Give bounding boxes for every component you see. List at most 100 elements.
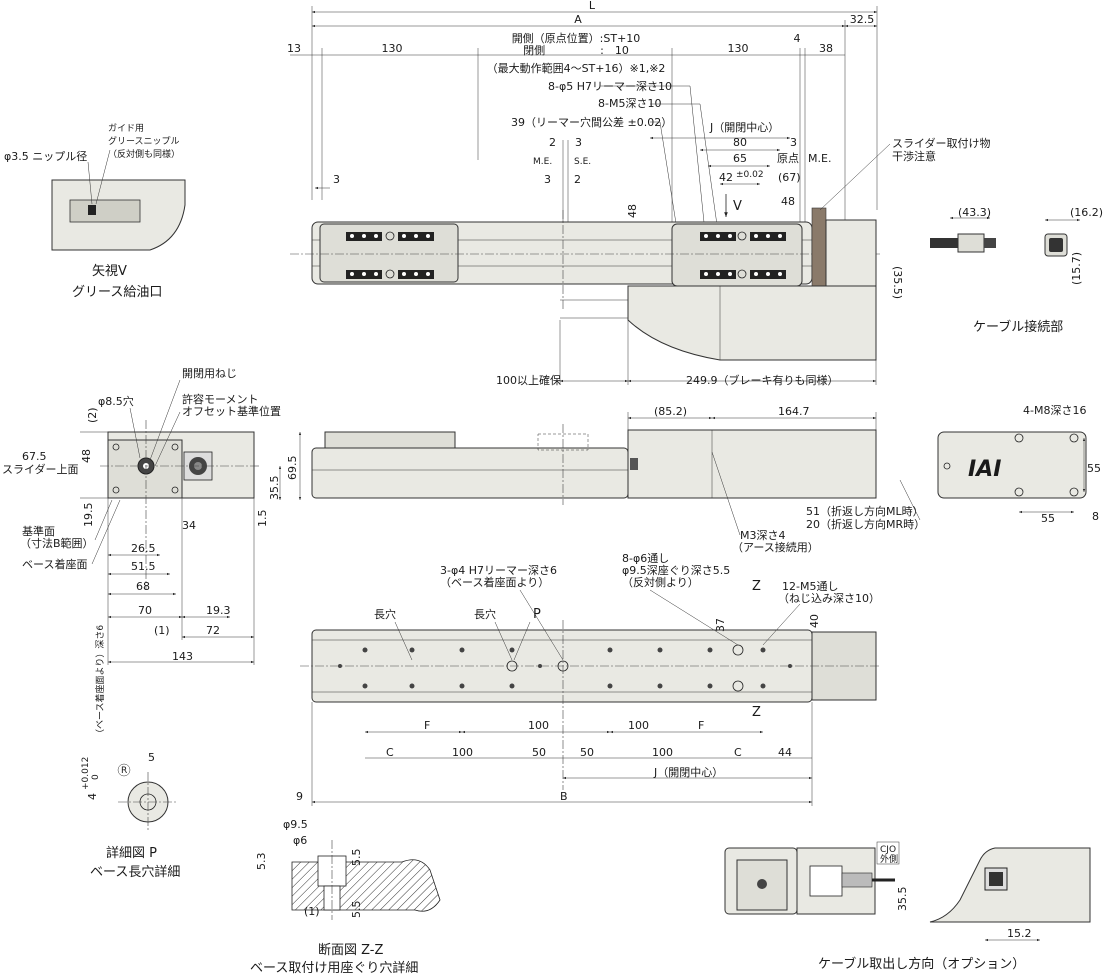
dim-44: 44 bbox=[778, 746, 792, 759]
dim-50-b: 50 bbox=[580, 746, 594, 759]
m5-through-label: 12-M5通し bbox=[782, 580, 838, 593]
view-v-marker: V bbox=[733, 199, 742, 214]
dim-15-7: (15.7) bbox=[1070, 252, 1083, 285]
radius-marker: R bbox=[121, 766, 127, 776]
dim-5-detail: 5 bbox=[148, 751, 155, 764]
dim-70: 70 bbox=[138, 604, 152, 617]
dim-3d: 3 bbox=[333, 173, 340, 186]
dim-68: 68 bbox=[136, 580, 150, 593]
dim-f-left: F bbox=[424, 719, 430, 732]
dim-48-h: 48 bbox=[781, 195, 795, 208]
thru-hole-counterbore: φ9.5深座ぐり深さ5.5 bbox=[622, 563, 730, 577]
dim-50-a: 50 bbox=[532, 746, 546, 759]
dim-55-h: 55 bbox=[1041, 512, 1055, 525]
thru-hole-sub: （反対側より） bbox=[622, 575, 699, 589]
thru-hole-label: 8-φ6通し bbox=[622, 552, 669, 565]
dim-48-front: 48 bbox=[80, 449, 93, 463]
dim-249-9: 249.9（ブレーキ有りも同様） bbox=[686, 373, 839, 387]
m5-through-sub: （ねじ込み深さ10） bbox=[778, 592, 880, 605]
dim-c-left: C bbox=[386, 746, 394, 759]
dim-130-right: 130 bbox=[728, 42, 749, 55]
reamer4-sub: （ベース着座面より） bbox=[440, 575, 549, 589]
guide-note-2: グリースニップル bbox=[108, 135, 180, 147]
dim-34: 34 bbox=[182, 519, 196, 532]
dim-19-5: 19.5 bbox=[82, 503, 95, 528]
dim-5-5-a: 5.5 bbox=[350, 849, 363, 867]
dim-5-5-b: 5.5 bbox=[350, 901, 363, 919]
dim-51-ml: 51（折返し方向ML時） bbox=[806, 504, 924, 518]
dim-43-3: (43.3) bbox=[958, 206, 991, 219]
dim-35-5-option: 35.5 bbox=[896, 887, 909, 912]
section-z-bottom: Z bbox=[752, 705, 761, 720]
dim-8: 8 bbox=[1092, 510, 1099, 523]
ref-face-label: 基準面 bbox=[22, 524, 55, 538]
cable-option-view: CJO 外側 35.5 15.2 ケーブル取出し方向（オプション） bbox=[724, 841, 1091, 972]
m8-label: 4-M8深さ16 bbox=[1023, 404, 1086, 417]
dim-32-5: 32.5 bbox=[850, 13, 875, 26]
dim-37: 37 bbox=[714, 618, 727, 632]
outside-label: 外側 bbox=[880, 853, 898, 865]
dim-100-min: 100以上確保 bbox=[496, 373, 561, 387]
tol-upper: +0.012 bbox=[81, 757, 91, 790]
section-z-title: 断面図 Z-Z bbox=[318, 943, 384, 958]
phi-8-5-label: φ8.5穴 bbox=[98, 394, 134, 408]
me2-label: M.E. bbox=[808, 152, 831, 165]
view-v-detail: φ3.5 ニップル径 ガイド用 グリースニップル （反対側も同様） 矢視V グリ… bbox=[4, 123, 186, 300]
detail-p-marker: P bbox=[533, 607, 541, 622]
side-body bbox=[311, 447, 629, 499]
dim-9: 9 bbox=[296, 790, 303, 803]
dim-2b: 2 bbox=[574, 173, 581, 186]
side-view: (85.2) 164.7 M3深さ4 （アース接続用） 51（折返し方向ML時）… bbox=[311, 405, 925, 554]
cable-connection-title: ケーブル接続部 bbox=[973, 319, 1063, 335]
dim-72: 72 bbox=[206, 624, 220, 637]
me-label: M.E. bbox=[533, 157, 552, 167]
dim-130-left: 130 bbox=[382, 42, 403, 55]
dim-1-5: 1.5 bbox=[256, 510, 269, 528]
dim-2-front: (2) bbox=[86, 407, 99, 423]
dim-100-a: 100 bbox=[528, 719, 549, 732]
view-v-subtitle: グリース給油口 bbox=[72, 285, 162, 300]
close-side-note: 閉側 : 10 bbox=[523, 44, 629, 57]
detail-depth-note: （ベース着座面より）深さ6 bbox=[94, 625, 106, 738]
dim-c-right: C bbox=[734, 746, 742, 759]
dim-15-2: 15.2 bbox=[1007, 927, 1032, 940]
dim-42-tol: ±0.02 bbox=[736, 170, 764, 180]
dim-100-c: 100 bbox=[452, 746, 473, 759]
dim-5-3: 5.3 bbox=[255, 853, 268, 871]
dim-85-2: (85.2) bbox=[654, 405, 687, 418]
dim-b: B bbox=[560, 790, 568, 803]
slider-top-label: スライダー上面 bbox=[2, 462, 79, 476]
dim-80: 80 bbox=[733, 136, 747, 149]
screw-label: 開閉用ねじ bbox=[182, 367, 237, 380]
section-z-top: Z bbox=[752, 579, 761, 594]
dim-4: 4 bbox=[794, 32, 801, 45]
dim-35-5-front: 35.5 bbox=[268, 476, 281, 501]
guide-note-1: ガイド用 bbox=[108, 123, 144, 134]
dim-48-v: 48 bbox=[626, 204, 639, 218]
base-face-label: ベース着座面 bbox=[22, 557, 87, 571]
slot-label-1: 長穴 bbox=[374, 607, 396, 621]
dim-67: (67) bbox=[778, 171, 801, 184]
tol-lower: 0 bbox=[91, 774, 101, 780]
reamer4-label: 3-φ4 H7リーマー深さ6 bbox=[440, 564, 557, 577]
dim-2: 2 bbox=[549, 136, 556, 149]
cable-option-title: ケーブル取出し方向（オプション） bbox=[818, 956, 1025, 972]
dim-100-d: 100 bbox=[652, 746, 673, 759]
dim-L: L bbox=[589, 0, 596, 12]
dim-13: 13 bbox=[287, 42, 301, 55]
moment-label-2: オフセット基準位置 bbox=[182, 404, 281, 418]
slider-attachment-hatch bbox=[811, 207, 827, 291]
m3-sub-label: （アース接続用） bbox=[732, 540, 819, 554]
dim-69-5: 69.5 bbox=[286, 456, 299, 481]
section-z-subtitle: ベース取付け用座ぐり穴詳細 bbox=[250, 960, 418, 976]
moment-label-1: 許容モーメント bbox=[182, 392, 259, 406]
cable-connection-detail: (43.3) (16.2) (15.7) ケーブル接続部 bbox=[930, 206, 1103, 335]
slider-note-1: スライダー取付け物 bbox=[892, 136, 991, 150]
ref-range-label: （寸法B範囲） bbox=[20, 536, 94, 550]
dim-1-front: (1) bbox=[154, 624, 170, 637]
origin-label: 原点 bbox=[777, 152, 799, 165]
bottom-view: 3-φ4 H7リーマー深さ6 （ベース着座面より） 8-φ6通し φ9.5深座ぐ… bbox=[296, 552, 880, 806]
dim-65: 65 bbox=[733, 152, 747, 165]
m3-label: M3深さ4 bbox=[740, 529, 786, 542]
